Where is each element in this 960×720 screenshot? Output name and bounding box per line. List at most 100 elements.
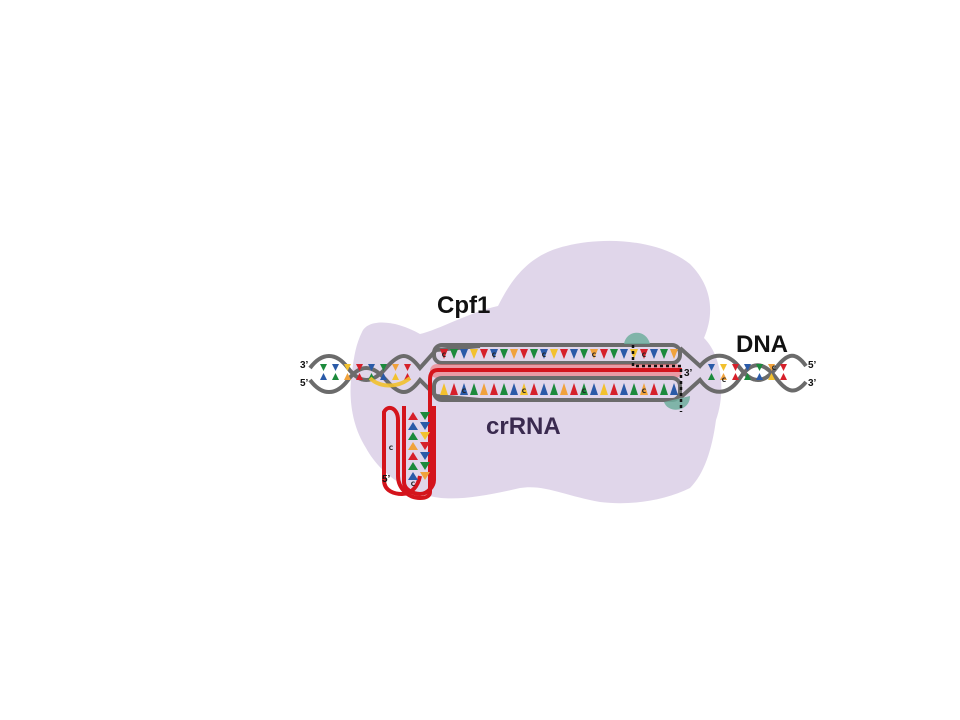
hairpin-base-letter: C bbox=[411, 481, 416, 488]
bottom-base bbox=[610, 383, 618, 395]
crrna-label: crRNA bbox=[486, 413, 561, 440]
crrna-hairpin: CC bbox=[382, 405, 436, 500]
bottom-base bbox=[650, 383, 658, 395]
hairpin-base bbox=[408, 452, 418, 460]
top-base bbox=[540, 349, 548, 359]
right-dna-backbone-bottom bbox=[678, 363, 808, 400]
left-base bbox=[356, 373, 363, 380]
top-base bbox=[580, 349, 588, 359]
hairpin-base bbox=[408, 442, 418, 450]
right-dna-backbone-top bbox=[678, 346, 808, 382]
bottom-base bbox=[640, 383, 648, 395]
left-top-end-label: 3’ bbox=[300, 360, 309, 371]
right-base bbox=[720, 364, 727, 371]
bottom-base bbox=[630, 383, 638, 395]
right-base bbox=[756, 373, 763, 380]
bottom-base bbox=[530, 383, 538, 395]
right-base bbox=[780, 364, 787, 371]
hairpin-base bbox=[408, 472, 418, 480]
left-base bbox=[392, 373, 399, 380]
hairpin-base bbox=[408, 462, 418, 470]
left-dna-duplex bbox=[308, 344, 481, 402]
right-dna-duplex: CC bbox=[678, 346, 808, 400]
right-top-end-label: 5’ bbox=[808, 360, 817, 371]
hairpin-base bbox=[420, 432, 430, 440]
bottom-base bbox=[440, 383, 448, 395]
right-base-letter: C bbox=[722, 377, 727, 384]
left-base bbox=[344, 373, 351, 380]
bottom-base bbox=[670, 383, 678, 395]
left-base bbox=[344, 364, 351, 371]
hairpin-base bbox=[420, 462, 430, 470]
top-base-letter: C bbox=[442, 352, 447, 359]
top-base bbox=[590, 349, 598, 359]
right-base bbox=[708, 373, 715, 380]
right-base bbox=[732, 373, 739, 380]
top-base bbox=[440, 349, 448, 359]
hairpin-base bbox=[420, 412, 430, 420]
cleavage-dotted-line bbox=[631, 345, 683, 412]
hairpin-base bbox=[408, 422, 418, 430]
hairpin-base bbox=[420, 452, 430, 460]
bottom-base bbox=[620, 383, 628, 395]
hairpin-base bbox=[408, 432, 418, 440]
bottom-base bbox=[580, 383, 588, 395]
top-base-letter: C bbox=[642, 352, 647, 359]
bottom-base bbox=[450, 383, 458, 395]
right-base bbox=[708, 364, 715, 371]
bottom-base bbox=[550, 383, 558, 395]
top-base bbox=[450, 349, 458, 359]
right-base bbox=[720, 373, 727, 380]
bottom-base bbox=[490, 383, 498, 395]
right-base bbox=[768, 364, 775, 371]
top-base bbox=[520, 349, 528, 359]
crrna-strand bbox=[419, 368, 682, 500]
top-base bbox=[490, 349, 498, 359]
right-base-letter: C bbox=[772, 365, 777, 372]
top-base bbox=[510, 349, 518, 359]
right-bottom-end-label: 3’ bbox=[808, 378, 817, 389]
bottom-base bbox=[470, 383, 478, 395]
top-base bbox=[610, 349, 618, 359]
crrna-5-end-label: 5’ bbox=[382, 474, 391, 485]
right-base bbox=[744, 364, 751, 371]
top-base bbox=[460, 349, 468, 359]
top-base bbox=[560, 349, 568, 359]
left-dna-yellow-groove bbox=[368, 376, 412, 388]
top-dna-strand-bar bbox=[432, 343, 682, 365]
top-base bbox=[550, 349, 558, 359]
left-base bbox=[368, 364, 375, 371]
bottom-base-letter: C bbox=[462, 388, 467, 395]
bottom-base bbox=[510, 383, 518, 395]
top-base bbox=[660, 349, 668, 359]
right-base bbox=[780, 373, 787, 380]
left-base bbox=[392, 364, 399, 371]
left-base bbox=[356, 364, 363, 371]
top-base-letter: C bbox=[492, 352, 497, 359]
top-base-letter: C bbox=[592, 352, 597, 359]
bottom-base bbox=[660, 383, 668, 395]
right-base bbox=[756, 364, 763, 371]
left-base bbox=[320, 364, 327, 371]
left-base bbox=[380, 364, 387, 371]
hairpin-base-letter: C bbox=[389, 445, 394, 452]
left-bottom-end-label: 5’ bbox=[300, 378, 309, 389]
left-base bbox=[332, 364, 339, 371]
left-base bbox=[404, 364, 411, 371]
right-dna-basepairs: CC bbox=[708, 364, 787, 384]
hairpin-base bbox=[420, 422, 430, 430]
top-base bbox=[600, 349, 608, 359]
bottom-base bbox=[520, 383, 528, 395]
top-base bbox=[640, 349, 648, 359]
bottom-base bbox=[540, 383, 548, 395]
top-base bbox=[570, 349, 578, 359]
right-base bbox=[768, 373, 775, 380]
left-base bbox=[380, 373, 387, 380]
bottom-base bbox=[500, 383, 508, 395]
hairpin-base bbox=[420, 472, 430, 480]
bottom-base bbox=[600, 383, 608, 395]
left-base bbox=[320, 373, 327, 380]
